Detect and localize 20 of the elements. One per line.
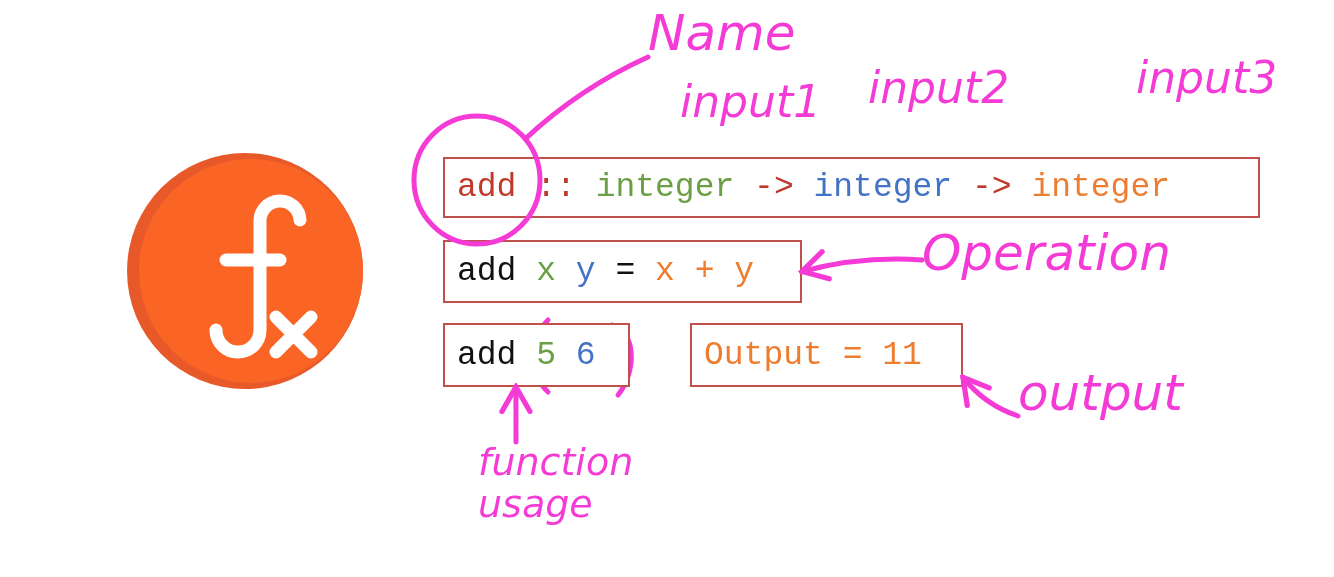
handwritten-note: Name — [648, 8, 796, 58]
code-text: add x y = x + y — [457, 255, 755, 288]
code-text: Output = 11 — [704, 338, 922, 372]
code-box — [443, 240, 802, 303]
handwritten-note: Operation — [922, 228, 1171, 278]
arrow — [499, 384, 533, 445]
handwritten-label: input2 — [868, 66, 1010, 110]
code-text: add :: integer -> integer -> integer — [457, 171, 1170, 204]
handwritten-note: output — [1018, 368, 1183, 418]
hand-drawn-ellipse — [410, 112, 544, 248]
handwritten-label: input3 — [1136, 56, 1278, 100]
code-box — [690, 323, 963, 387]
handwritten-note: function usage — [478, 442, 635, 526]
handwritten-label: input1 — [680, 80, 822, 124]
code-box — [443, 157, 1260, 218]
arrow — [960, 374, 1021, 419]
leader-line — [522, 54, 651, 142]
code-box — [443, 323, 630, 387]
code-text: add 5 6 — [457, 338, 596, 372]
arrow — [799, 249, 925, 282]
